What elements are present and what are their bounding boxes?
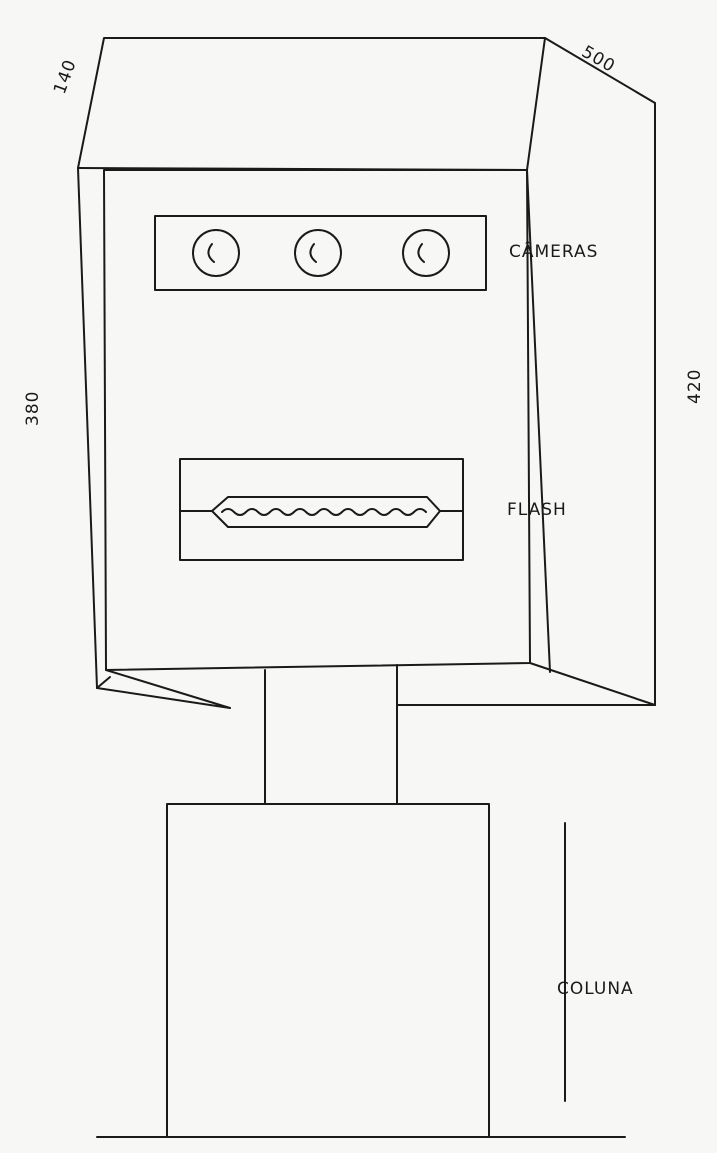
flash-label: FLASH	[507, 500, 567, 520]
flash-window	[179, 458, 464, 561]
housing-left-bottom	[96, 676, 111, 689]
camera-lens-3	[402, 229, 450, 277]
housing-top-face	[77, 37, 656, 169]
housing-right-front-edge	[526, 169, 551, 673]
housing-top-right-edge	[526, 37, 546, 171]
column	[166, 803, 490, 1138]
coluna-label: COLUNA	[557, 979, 634, 999]
housing-left-edge	[77, 167, 98, 689]
housing-front-panel	[103, 169, 531, 671]
dimension-front-height: 380	[23, 390, 43, 426]
cameras-label: CÂMERAS	[509, 242, 599, 262]
camera-lens-1	[192, 229, 240, 277]
housing	[77, 37, 656, 709]
dimension-side-height: 420	[685, 368, 705, 404]
flash-filament	[221, 508, 427, 516]
housing-right-lower-slant	[529, 662, 656, 706]
camera-window	[154, 215, 487, 291]
support-neck	[264, 664, 398, 805]
housing-left-lower-base	[96, 687, 231, 709]
housing-left-lower-slant	[105, 669, 231, 709]
camera-lens-2	[294, 229, 342, 277]
flash-tube	[211, 496, 441, 528]
